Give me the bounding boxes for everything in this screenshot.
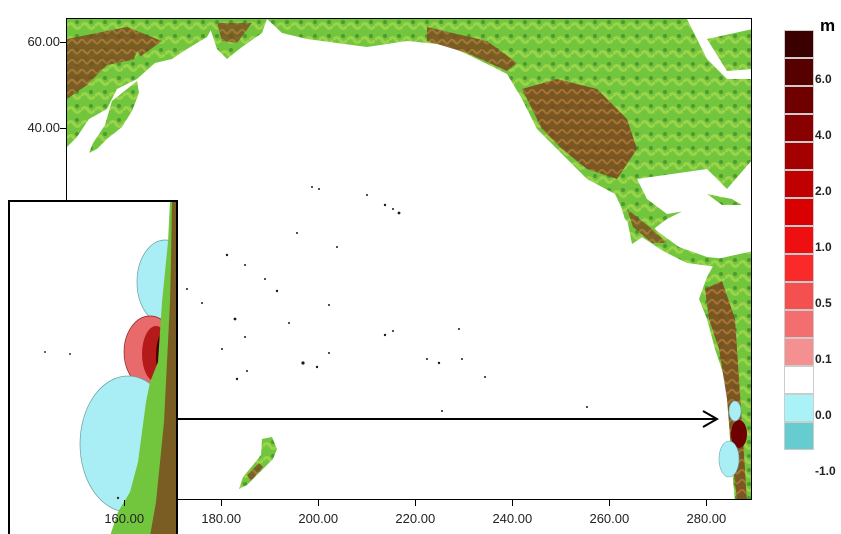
x-tick-mark — [415, 500, 417, 506]
x-tick-label: 200.00 — [298, 511, 339, 526]
x-tick-label: 280.00 — [686, 511, 727, 526]
x-tick-mark — [221, 500, 223, 506]
legend-label: -1.0 — [815, 464, 836, 478]
legend-swatch — [784, 198, 814, 226]
legend-label: 0.5 — [815, 296, 832, 310]
legend-label: 1.0 — [815, 240, 832, 254]
legend-swatch — [784, 114, 814, 142]
legend-swatch — [784, 310, 814, 338]
new-zealand — [239, 437, 277, 489]
y-tick-label: 40.00 — [27, 120, 60, 135]
x-tick-mark — [512, 500, 514, 506]
inset-map[interactable] — [8, 200, 178, 534]
inset-canvas — [44, 202, 176, 534]
legend-swatch — [784, 30, 814, 58]
legend-label: 2.0 — [815, 184, 832, 198]
legend-swatch — [784, 338, 814, 366]
map-canvas — [67, 19, 751, 499]
pacific-map[interactable] — [66, 18, 752, 500]
x-tick-mark — [609, 500, 611, 506]
x-tick-label: 180.00 — [201, 511, 242, 526]
alaska — [267, 19, 751, 244]
y-tick-mark — [60, 42, 66, 43]
legend-swatch — [784, 282, 814, 310]
wave-positive-sa — [731, 420, 747, 448]
inset-coast — [110, 202, 176, 534]
rocky-mountains — [522, 79, 637, 179]
legend-swatch — [784, 58, 814, 86]
legend-swatch — [784, 142, 814, 170]
japan — [89, 81, 139, 153]
y-tick-mark — [60, 128, 66, 129]
propagation-arrow — [177, 410, 720, 428]
legend-label: 6.0 — [815, 72, 832, 86]
legend-swatch — [784, 422, 814, 450]
legend-swatch — [784, 86, 814, 114]
legend-swatch — [784, 394, 814, 422]
pacific-islands — [186, 186, 588, 412]
x-tick-mark — [706, 500, 708, 506]
legend-swatch — [784, 254, 814, 282]
legend-swatch — [784, 366, 814, 394]
x-tick-mark — [124, 500, 126, 506]
x-tick-mark — [318, 500, 320, 506]
legend-label: 0.1 — [815, 352, 832, 366]
legend-label: 0.0 — [815, 408, 832, 422]
legend-unit: m — [820, 16, 836, 35]
asia-mountains — [67, 27, 162, 99]
x-tick-label: 240.00 — [492, 511, 533, 526]
legend-swatch — [784, 226, 814, 254]
y-tick-label: 60.00 — [27, 34, 60, 49]
x-tick-label: 160.00 — [104, 511, 145, 526]
inset-andes — [150, 202, 176, 534]
x-tick-label: 220.00 — [395, 511, 436, 526]
legend-swatch — [784, 170, 814, 198]
x-tick-label: 260.00 — [589, 511, 630, 526]
legend-label: 4.0 — [815, 128, 832, 142]
